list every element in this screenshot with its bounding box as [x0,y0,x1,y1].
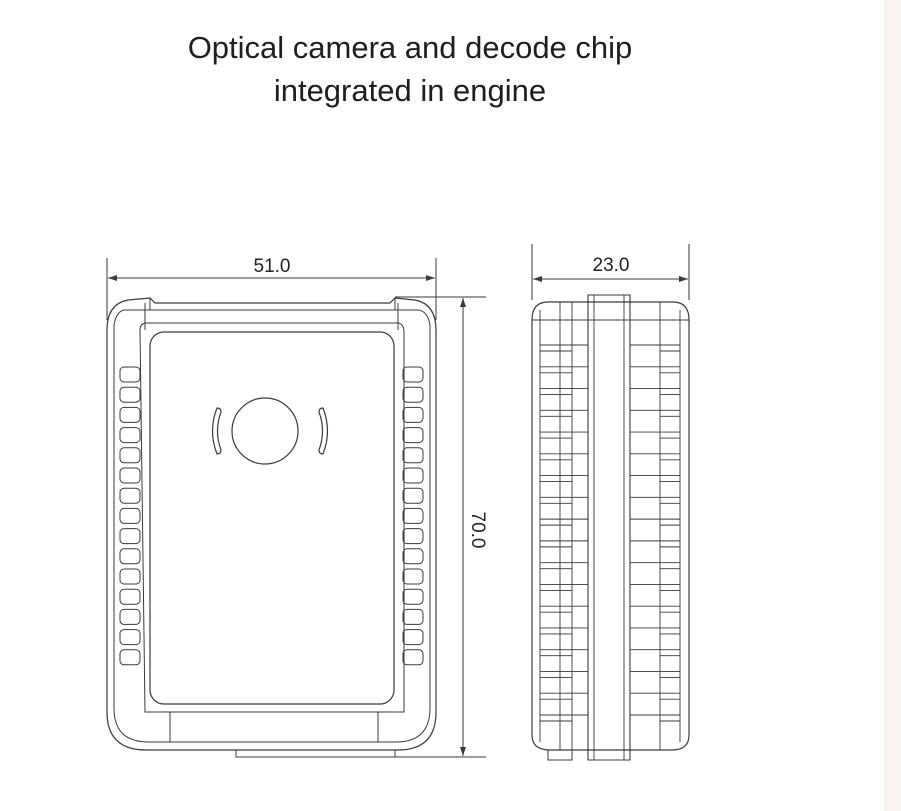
side-fin [630,583,680,591]
front-window [149,331,395,705]
side-fin [540,540,588,548]
side-fin [540,409,588,417]
front-vents-right [402,366,424,666]
side-fin [540,388,588,395]
vent-slot [119,467,141,484]
side-fin [630,714,680,722]
side-fin [630,692,680,700]
side-fin [630,649,680,657]
side-width-label: 23.0 [593,255,630,276]
front-width-dimension: 51.0 [106,256,437,320]
front-height-dimension: 70.0 [395,296,488,758]
vent-slot [119,487,141,504]
camera-lens [231,397,299,465]
vent-slot [402,386,424,403]
vent-slot [402,507,424,524]
side-fin [630,475,680,483]
vent-slot [119,507,141,524]
vent-slot [402,629,424,646]
side-fin [540,714,588,722]
side-fin [540,518,588,526]
front-height-label: 70.0 [467,512,488,549]
vent-slot [119,588,141,605]
side-fin [630,518,680,526]
side-fin [540,692,588,700]
vent-slot [119,629,141,646]
vent-slot [119,608,141,625]
side-fin [630,671,680,678]
page-side-strip [884,0,901,811]
side-fin [630,540,680,548]
side-fin [630,409,680,417]
vent-slot [402,467,424,484]
side-fin [630,605,680,613]
vent-slot [119,548,141,565]
side-fins-right [630,344,680,722]
vent-slot [402,548,424,565]
vent-slot [402,588,424,605]
side-fin [630,496,680,504]
vent-slot [402,608,424,625]
side-fin [540,496,588,504]
vent-slot [402,366,424,383]
side-width-dimension: 23.0 [531,244,690,300]
side-fin [540,366,588,374]
side-fin [540,583,588,591]
caption-line-1: Optical camera and decode chip [187,30,633,65]
vent-slot [119,427,141,444]
side-fin [540,649,588,657]
vent-slot [119,447,141,464]
side-fin [540,627,588,635]
side-housing-outline [531,301,690,751]
side-fin [540,605,588,613]
vent-slot [402,528,424,545]
left-illumination-led [211,407,222,455]
caption-line-2: integrated in engine [273,73,547,108]
side-fin [630,453,680,461]
vent-slot [402,487,424,504]
front-width-label: 51.0 [254,256,291,277]
vent-slot [119,568,141,585]
vent-slot [119,386,141,403]
front-housing-outline [106,297,437,751]
front-vents-left [119,366,141,666]
vent-slot [402,406,424,423]
vent-slot [119,528,141,545]
side-fin [540,562,588,570]
front-view: 51.0 70.0 [106,256,488,758]
side-fin [540,344,588,352]
side-fin [630,431,680,439]
right-illumination-led [318,407,329,455]
vent-slot [119,649,141,666]
vent-slot [119,406,141,423]
side-fin [630,562,680,570]
side-fins-left [540,344,588,722]
diagram-caption: Optical camera and decode chip integrate… [100,26,720,112]
side-fin [630,344,680,352]
vent-slot [402,568,424,585]
side-fin [540,431,588,439]
side-fin [540,453,588,461]
side-view: 23.0 [531,244,690,761]
vent-slot [402,447,424,464]
side-fin [630,388,680,395]
vent-slot [119,366,141,383]
vent-slot [402,649,424,666]
side-fin [540,671,588,678]
side-fin [540,475,588,483]
side-fin [630,627,680,635]
vent-slot [402,427,424,444]
side-fin [630,366,680,374]
